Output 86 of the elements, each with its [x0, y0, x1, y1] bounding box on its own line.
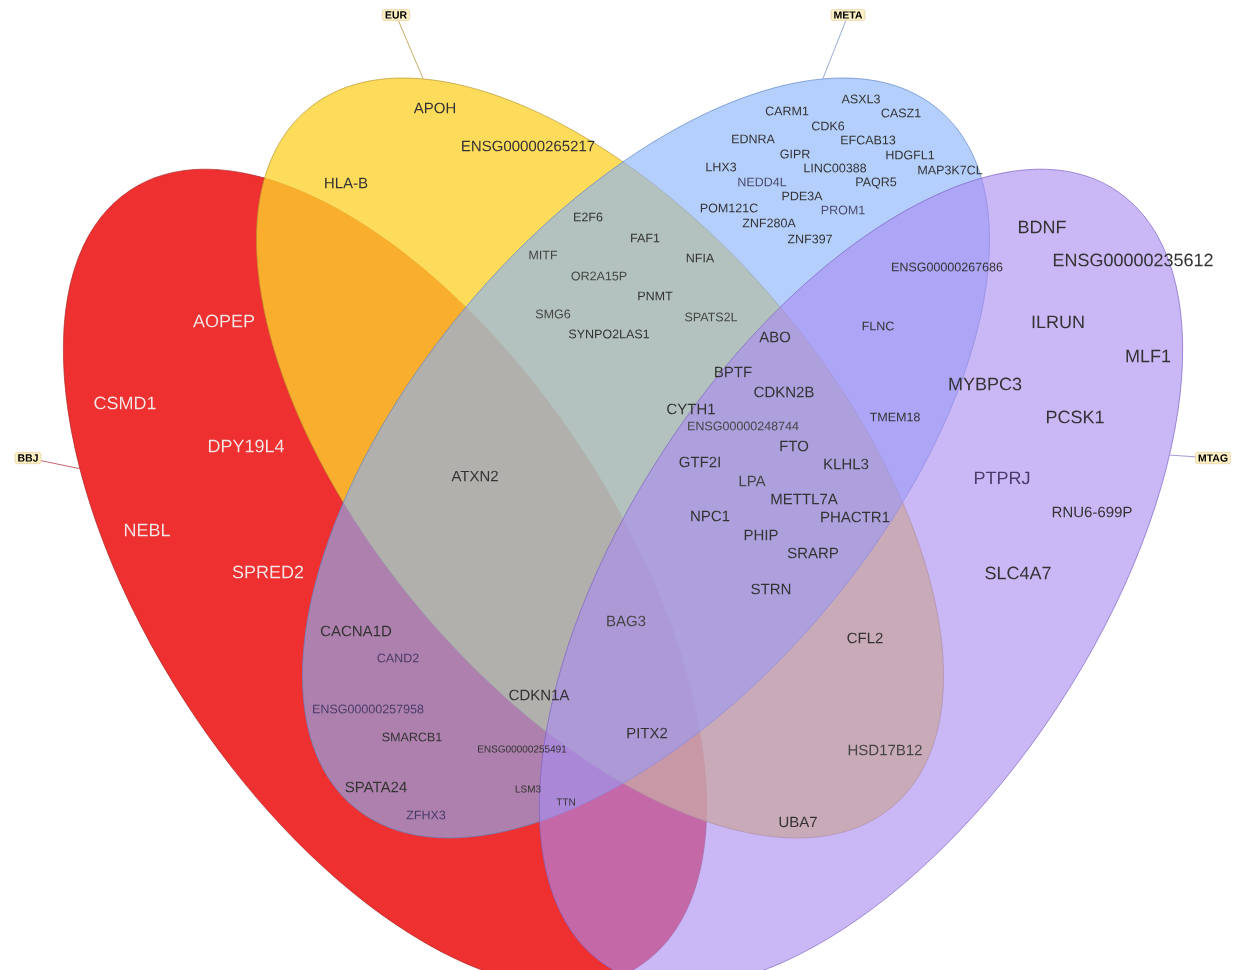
gene-label: FAF1	[631, 233, 660, 243]
gene-label: AOPEP	[193, 314, 255, 328]
gene-label: BAG3	[607, 615, 646, 627]
gene-label: SYNPO2LAS1	[568, 329, 650, 339]
gene-label: RNU6-699P	[1052, 506, 1132, 518]
gene-label: ZNF397	[787, 234, 832, 244]
gene-label: HSD17B12	[848, 744, 922, 756]
gene-label: GTF2I	[679, 456, 720, 468]
gene-label: CACNA1D	[320, 625, 392, 637]
gene-label: ZFHX3	[406, 810, 446, 820]
gene-label: ENSG00000257958	[313, 704, 424, 714]
gene-label: PDE3A	[782, 191, 823, 201]
gene-label: LHX3	[706, 162, 737, 172]
gene-label: ILRUN	[1032, 315, 1084, 329]
gene-label: CDKN1A	[509, 689, 570, 701]
gene-label: CYTH1	[667, 403, 715, 415]
gene-label: NPC1	[691, 510, 730, 522]
gene-label: UBA7	[779, 816, 817, 828]
gene-label: KLHL3	[824, 458, 869, 470]
gene-label: CSMD1	[94, 396, 156, 410]
gene-label: ENSG00000248744	[688, 421, 799, 431]
gene-label: PHIP	[744, 529, 778, 541]
gene-label: STRN	[751, 583, 791, 595]
gene-label: SPRED2	[232, 565, 304, 579]
gene-label: APOH	[413, 102, 456, 114]
gene-label: PTPRJ	[975, 471, 1030, 485]
gene-label: CFL2	[847, 632, 883, 644]
gene-label: PAQR5	[856, 177, 897, 189]
leader-line	[1169, 454, 1196, 458]
gene-label: CAND2	[377, 653, 419, 663]
gene-label: TMEM18	[869, 412, 920, 422]
gene-label: SLC4A7	[985, 566, 1051, 580]
gene-label: MITF	[529, 250, 558, 260]
gene-label: CARM1	[765, 106, 809, 116]
gene-label: LSM3	[515, 785, 541, 793]
set-label: EUR	[382, 9, 410, 21]
gene-label: CASZ1	[881, 108, 921, 118]
gene-label: CDK6	[811, 121, 845, 131]
gene-label: SMARCB1	[382, 732, 442, 742]
gene-label: PNMT	[638, 291, 673, 301]
gene-label: HDGFL1	[886, 150, 935, 160]
leader-line	[40, 460, 80, 469]
gene-label: METTL7A	[771, 493, 838, 505]
gene-label: ATXN2	[451, 470, 498, 482]
set-label: MTAG	[1195, 452, 1231, 464]
gene-label: NEBL	[124, 523, 170, 537]
gene-label: E2F6	[574, 212, 603, 222]
gene-label: ENSG00000255491	[478, 745, 567, 753]
set-label: META	[830, 9, 866, 21]
gene-label: EFCAB13	[841, 135, 896, 145]
gene-label: NEDD4L	[738, 177, 787, 187]
gene-label: CDKN2B	[754, 386, 814, 398]
gene-label: PHACTR1	[821, 511, 890, 523]
gene-label: FTO	[780, 440, 809, 452]
gene-label: ENSG00000267686	[892, 262, 1003, 272]
gene-label: PROM1	[821, 205, 865, 215]
gene-label: ASXL3	[841, 94, 880, 104]
gene-label: ABO	[759, 331, 791, 343]
gene-label: SPATS2L	[685, 312, 738, 322]
gene-label: SPATA24	[345, 781, 407, 793]
gene-label: TTN	[556, 798, 575, 806]
gene-label: FLNC	[862, 321, 894, 331]
gene-label: GIPR	[780, 149, 810, 159]
gene-label: LPA	[739, 475, 766, 487]
gene-label: MAP3K7CL	[918, 165, 983, 175]
gene-label: MYBPC3	[949, 377, 1022, 391]
leader-line	[822, 20, 847, 80]
leader-line	[398, 20, 424, 80]
gene-label: MLF1	[1126, 349, 1171, 363]
gene-label: PITX2	[627, 727, 668, 739]
gene-label: OR2A15P	[571, 271, 627, 281]
gene-label: BDNF	[1019, 220, 1066, 234]
gene-label: SMG6	[535, 309, 571, 319]
gene-label: BPTF	[715, 366, 752, 378]
gene-label: DPY19L4	[208, 439, 284, 453]
gene-label: POM121C	[700, 203, 758, 213]
gene-label: SRARP	[787, 547, 839, 559]
gene-label: ENSG00000235612	[1053, 253, 1213, 267]
gene-label: LINC00388	[804, 163, 867, 173]
gene-label: ZNF280A	[742, 218, 796, 228]
set-label: BBJ	[14, 452, 42, 464]
gene-label: EDNRA	[732, 134, 775, 144]
gene-label: ENSG00000265217	[462, 140, 595, 152]
gene-label: PCSK1	[1046, 410, 1104, 424]
gene-label: HLA-B	[325, 177, 368, 189]
gene-label: NFIA	[686, 253, 715, 263]
